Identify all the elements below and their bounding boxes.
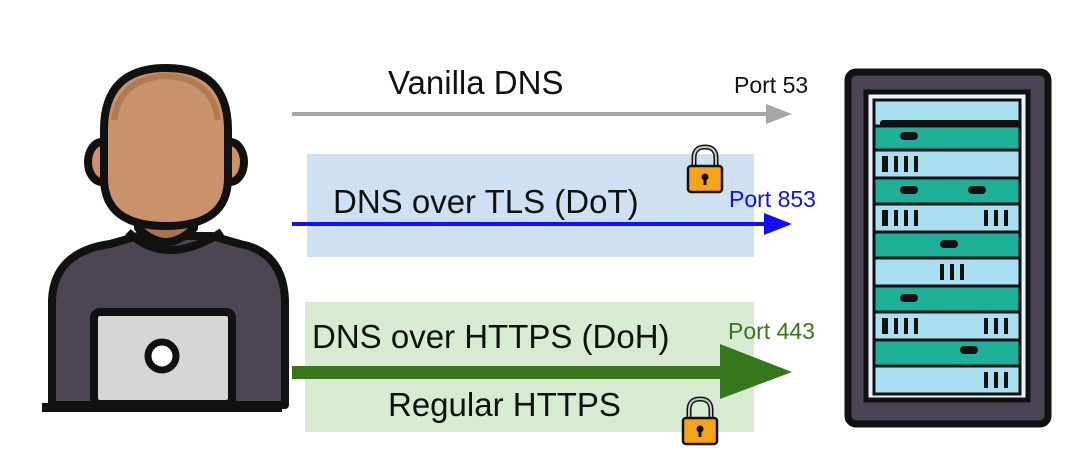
dot-band [307, 154, 754, 257]
dot-port-label: Port 853 [729, 186, 816, 212]
lock-icon [686, 144, 724, 194]
doh-arrow [292, 344, 792, 399]
lock-icon [681, 396, 719, 446]
server-rack-icon [844, 68, 1052, 428]
doh-port-label: Port 443 [728, 318, 815, 344]
doh-label: DNS over HTTPS (DoH) [312, 318, 670, 355]
regular-https-label: Regular HTTPS [388, 386, 621, 423]
vanilla-arrow [292, 104, 792, 124]
user-laptop-icon [42, 63, 289, 412]
vanilla-dns-label: Vanilla DNS [388, 64, 564, 101]
dot-label: DNS over TLS (DoT) [333, 183, 639, 220]
vanilla-port-label: Port 53 [734, 72, 809, 98]
dot-arrow [292, 213, 792, 235]
